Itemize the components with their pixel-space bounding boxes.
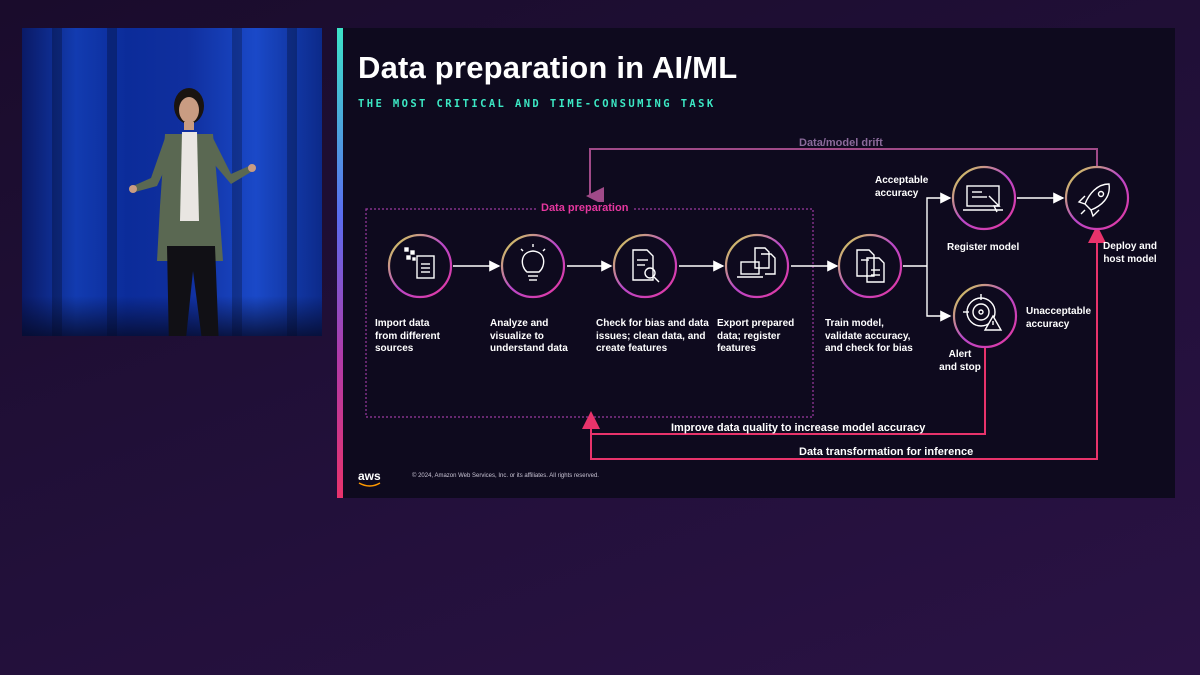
step-circle-analyze [500,233,566,299]
step-label-train: Train model,validate accuracy,and check … [825,318,913,354]
aws-smile-icon [358,482,381,487]
step-circle-check-bias [612,233,678,299]
flow-arrow-acceptable [926,192,952,266]
target-alert-icon [963,294,1003,331]
register-model-label: Register model [947,242,1020,253]
copyright-text: © 2024, Amazon Web Services, Inc. or its… [412,473,599,479]
improve-data-quality-label: Improve data quality to increase model a… [671,422,926,434]
presenter-video [22,28,322,336]
lightbulb-icon [520,244,546,281]
export-laptop-icon [737,247,776,278]
slide-subtitle: THE MOST CRITICAL AND TIME-CONSUMING TAS… [358,98,716,110]
data-preparation-label: Data preparation [537,202,633,214]
presentation-slide: Data preparation in AI/ML THE MOST CRITI… [337,28,1175,498]
document-search-icon [632,249,660,283]
presenter-figure [129,88,256,336]
step-circle-export [724,233,790,299]
data-preparation-box [365,208,814,418]
register-model-circle [951,165,1017,231]
slide-title: Data preparation in AI/ML [358,50,738,85]
aws-logo: aws [358,469,381,483]
improve-loop-line [590,346,986,435]
transform-loop-line [590,240,1098,460]
rocket-icon [1077,183,1110,218]
step-circle-import [387,233,453,299]
import-data-icon [404,247,435,279]
curtain-fold [232,28,242,336]
curtain-fold [107,28,117,336]
train-documents-icon [856,249,885,283]
slide-accent-bar [337,28,343,498]
drift-label: Data/model drift [799,137,883,149]
register-model-icon [963,185,1003,213]
curtain-fold [52,28,62,336]
curtain-fold [287,28,297,336]
alert-stop-circle [952,283,1018,349]
deploy-model-circle [1064,165,1130,231]
drift-arrow [586,148,1098,205]
workflow-diagram [365,148,1130,460]
flow-arrow-unacceptable [926,266,952,322]
step-circle-train [837,233,903,299]
data-transformation-label: Data transformation for inference [799,446,974,458]
